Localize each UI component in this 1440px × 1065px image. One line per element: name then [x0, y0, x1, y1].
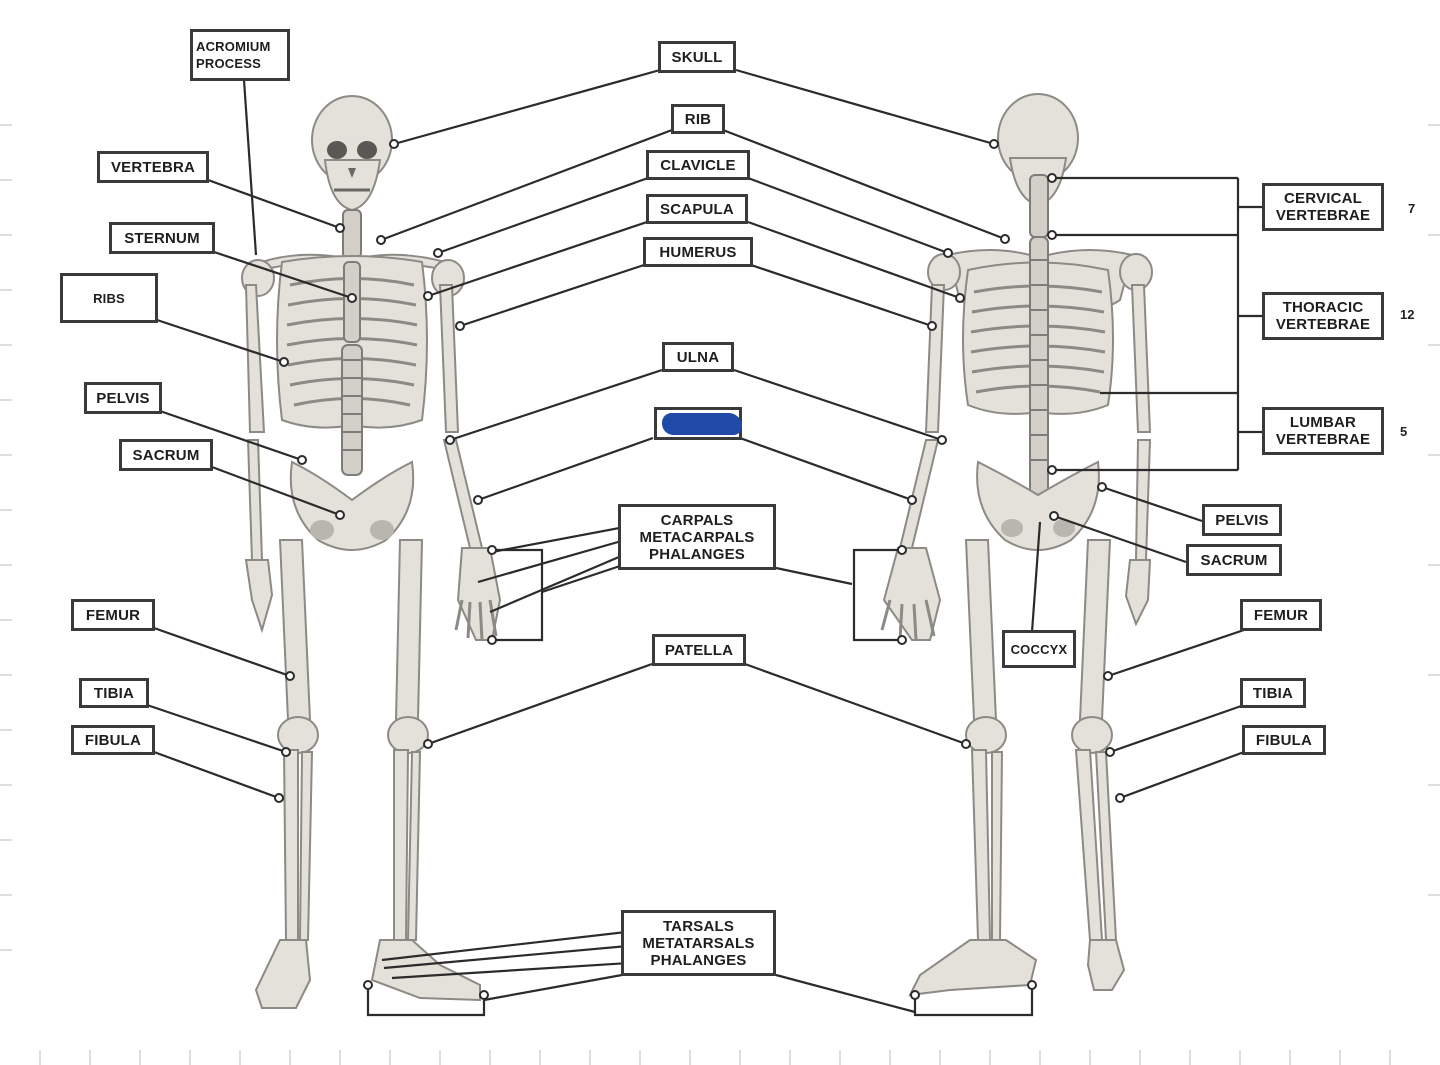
foot-bones-label: TARSALS METATARSALS PHALANGES — [621, 910, 776, 976]
pelvis-left-label: PELVIS — [84, 382, 162, 414]
tarsals-text: TARSALS — [662, 917, 735, 935]
acromium-process-label: ACROMIUM PROCESS — [190, 29, 290, 81]
metatarsals-text: METATARSALS — [642, 934, 755, 952]
tibia-left-label: TIBIA — [79, 678, 149, 708]
foot-phalanges-text: PHALANGES — [650, 951, 747, 969]
scapula-label: SCAPULA — [646, 194, 748, 224]
thoracic-count: 12 — [1400, 307, 1415, 322]
tibia-right-label: TIBIA — [1240, 678, 1306, 708]
cervical-count: 7 — [1408, 201, 1416, 216]
thoracic-vertebrae-label: THORACIC VERTEBRAE — [1262, 292, 1384, 340]
metacarpals-text: METACARPALS — [639, 528, 755, 546]
fibula-right-label: FIBULA — [1242, 725, 1326, 755]
lumbar-vertebrae-label: LUMBAR VERTEBRAE — [1262, 407, 1384, 455]
humerus-label: HUMERUS — [643, 237, 753, 267]
sacrum-left-label: SACRUM — [119, 439, 213, 471]
skull-label: SKULL — [658, 41, 736, 73]
connector-dots — [274, 139, 1125, 1000]
patella-label: PATELLA — [652, 634, 746, 666]
ulna-label: ULNA — [662, 342, 734, 372]
pelvis-right-label: PELVIS — [1202, 504, 1282, 536]
vertebra-label: VERTEBRA — [97, 151, 209, 183]
redaction-scribble — [662, 413, 742, 435]
sternum-label: STERNUM — [109, 222, 215, 254]
edge-ticks — [0, 124, 1440, 1065]
back-skeleton — [880, 93, 1153, 997]
front-skeleton — [241, 95, 502, 1009]
hand-bones-label: CARPALS METACARPALS PHALANGES — [618, 504, 776, 570]
leader-lines — [146, 68, 1262, 1017]
coccyx-label: COCCYX — [1002, 630, 1076, 668]
femur-right-label: FEMUR — [1240, 599, 1322, 631]
fibula-left-label: FIBULA — [71, 725, 155, 755]
rib-label: RIB — [671, 104, 725, 134]
ribs-label: RIBS — [60, 273, 158, 323]
carpals-text: CARPALS — [660, 511, 734, 529]
femur-left-label: FEMUR — [71, 599, 155, 631]
hand-phalanges-text: PHALANGES — [649, 545, 745, 563]
cervical-vertebrae-label: CERVICAL VERTEBRAE — [1262, 183, 1384, 231]
lumbar-count: 5 — [1400, 424, 1408, 439]
clavicle-label: CLAVICLE — [646, 150, 750, 180]
sacrum-right-label: SACRUM — [1186, 544, 1282, 576]
